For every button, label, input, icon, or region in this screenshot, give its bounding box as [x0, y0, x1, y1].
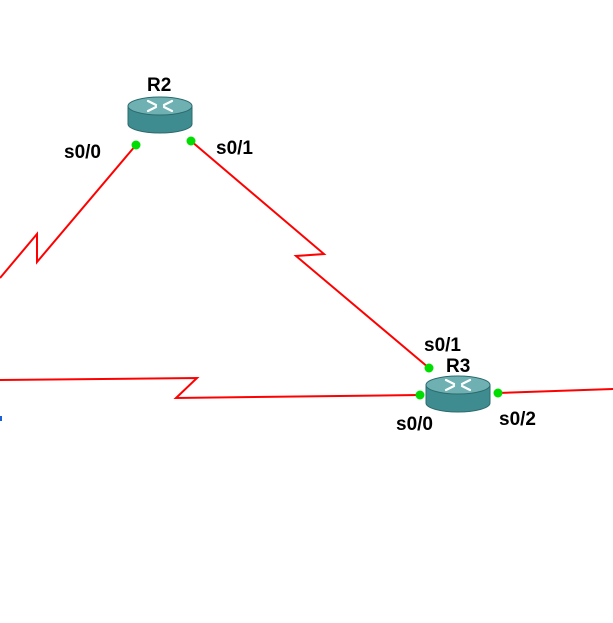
link-r3-s02-serial[interactable] [497, 388, 613, 394]
router-r2-label: R2 [147, 75, 171, 96]
link-r2-s01-to-r3-s01-serial[interactable] [190, 140, 430, 369]
port-indicators [131, 136, 503, 400]
router-icon [424, 374, 492, 414]
router-r2[interactable] [126, 95, 194, 135]
router-r3-label: R3 [446, 356, 470, 377]
link-r2-s00-serial[interactable] [0, 144, 137, 279]
port-status-r3-s02[interactable] [493, 388, 503, 398]
interface-label-r2-s00: s0/0 [64, 142, 101, 163]
offscreen-device-edge [0, 416, 2, 421]
port-status-r3-s00[interactable] [415, 390, 425, 400]
interface-label-r3-s00: s0/0 [396, 414, 433, 435]
interface-label-r2-s01: s0/1 [216, 138, 253, 159]
interface-label-r3-s02: s0/2 [499, 409, 536, 430]
interface-label-r3-s01: s0/1 [424, 335, 461, 356]
port-status-r2-s01[interactable] [186, 136, 196, 146]
port-status-r2-s00[interactable] [131, 140, 141, 150]
port-status-r3-s01[interactable] [424, 363, 434, 373]
links [0, 140, 613, 400]
router-r3[interactable] [424, 374, 492, 414]
link-r3-s00-serial[interactable] [0, 376, 421, 400]
router-icon [126, 95, 194, 135]
